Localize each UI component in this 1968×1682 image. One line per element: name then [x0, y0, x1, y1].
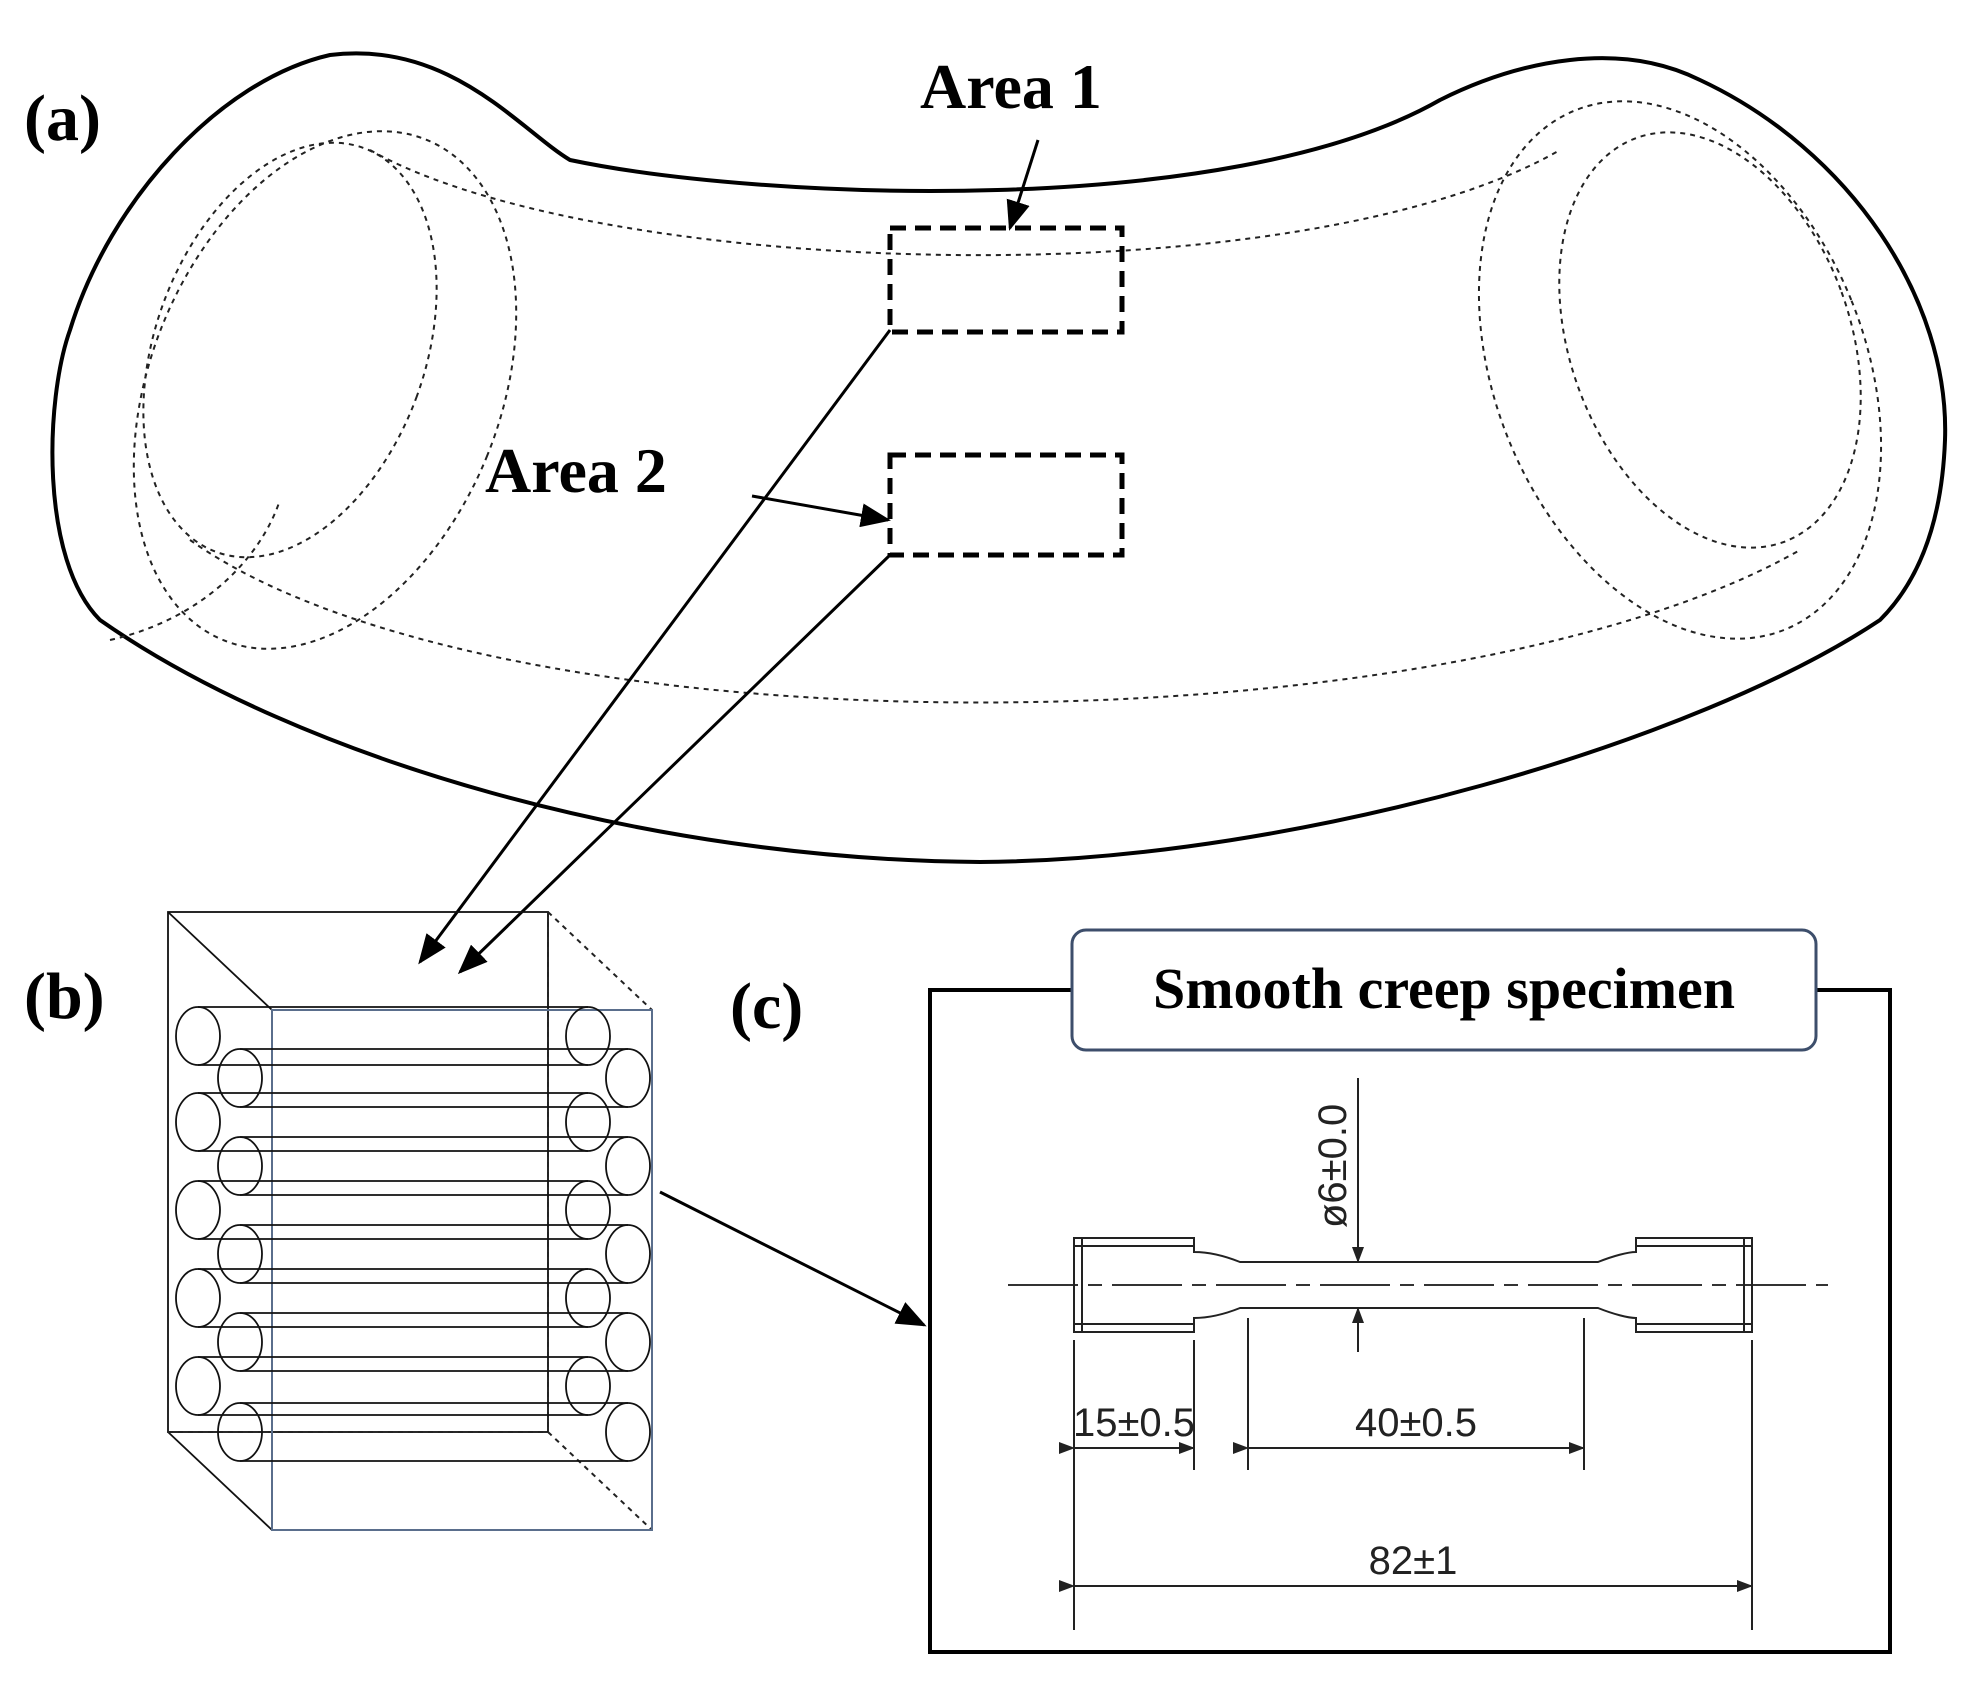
block-back-face [167, 911, 549, 1433]
rod-end-back [565, 1092, 611, 1152]
grip-length-label: 15±0.5 [1073, 1401, 1195, 1445]
rod-end-front [217, 1136, 263, 1196]
left-outer-rim [132, 130, 518, 650]
rod-end-front [217, 1224, 263, 1284]
hidden-bend-lower [189, 539, 1801, 704]
specimen-drawing: ø6±0.0 15±0.5 40±0.5 82±1 [1008, 1078, 1828, 1630]
area1-label: Area 1 [920, 51, 1102, 122]
right-inner-bore [1558, 131, 1862, 549]
total-length-label: 82±1 [1369, 1539, 1458, 1583]
block-edge-top-left [167, 911, 273, 1011]
block-to-specimen-arrow [659, 1190, 927, 1327]
rod-end-front [175, 1180, 221, 1240]
block-edge-bottom-right [547, 1431, 653, 1531]
area1-to-block-arrow [418, 329, 892, 965]
rod-end-front [175, 1092, 221, 1152]
rod-end-front [175, 1268, 221, 1328]
rod-end-front [217, 1402, 263, 1462]
gauge-length-label: 40±0.5 [1355, 1401, 1477, 1445]
block-edge-bottom-left [167, 1431, 273, 1531]
rod-end-back [565, 1180, 611, 1240]
specimen-title-box [1070, 928, 1818, 1052]
area2-label: Area 2 [485, 435, 667, 506]
rod-end-back [605, 1312, 651, 1372]
panel-label-c: (c) [730, 970, 803, 1043]
specimen-block [167, 911, 653, 1531]
rod-end-back [565, 1356, 611, 1416]
area2-to-block-arrow [457, 553, 892, 975]
rod-end-front [175, 1006, 221, 1066]
hidden-bend-upper [369, 149, 1561, 257]
specimen-rods [175, 1006, 651, 1462]
area2-box [887, 452, 1125, 558]
rod-end-back [605, 1136, 651, 1196]
panel-label-b: (b) [24, 960, 105, 1033]
area2-pointer-arrow [751, 494, 891, 528]
rod-end-back [605, 1224, 651, 1284]
elbow-outline [50, 51, 1948, 865]
rod-end-front [175, 1356, 221, 1416]
block-edge-top-right [547, 911, 653, 1011]
rod-end-back [605, 1402, 651, 1462]
hidden-bend-left-low [109, 499, 281, 641]
specimen-title: Smooth creep specimen [1153, 956, 1735, 1021]
area1-pointer-arrow [1006, 139, 1040, 231]
left-inner-bore [142, 141, 438, 559]
rod-end-back [605, 1048, 651, 1108]
elbow-drawing [50, 51, 1948, 865]
rod-end-back [565, 1268, 611, 1328]
area1-box [887, 225, 1125, 335]
right-outer-rim [1477, 100, 1883, 640]
panel-label-a: (a) [24, 82, 101, 155]
diameter-label: ø6±0.0 [1311, 1104, 1355, 1228]
rod-end-back [565, 1006, 611, 1066]
block-front-face [271, 1009, 653, 1531]
rod-end-front [217, 1048, 263, 1108]
rod-end-front [217, 1312, 263, 1372]
